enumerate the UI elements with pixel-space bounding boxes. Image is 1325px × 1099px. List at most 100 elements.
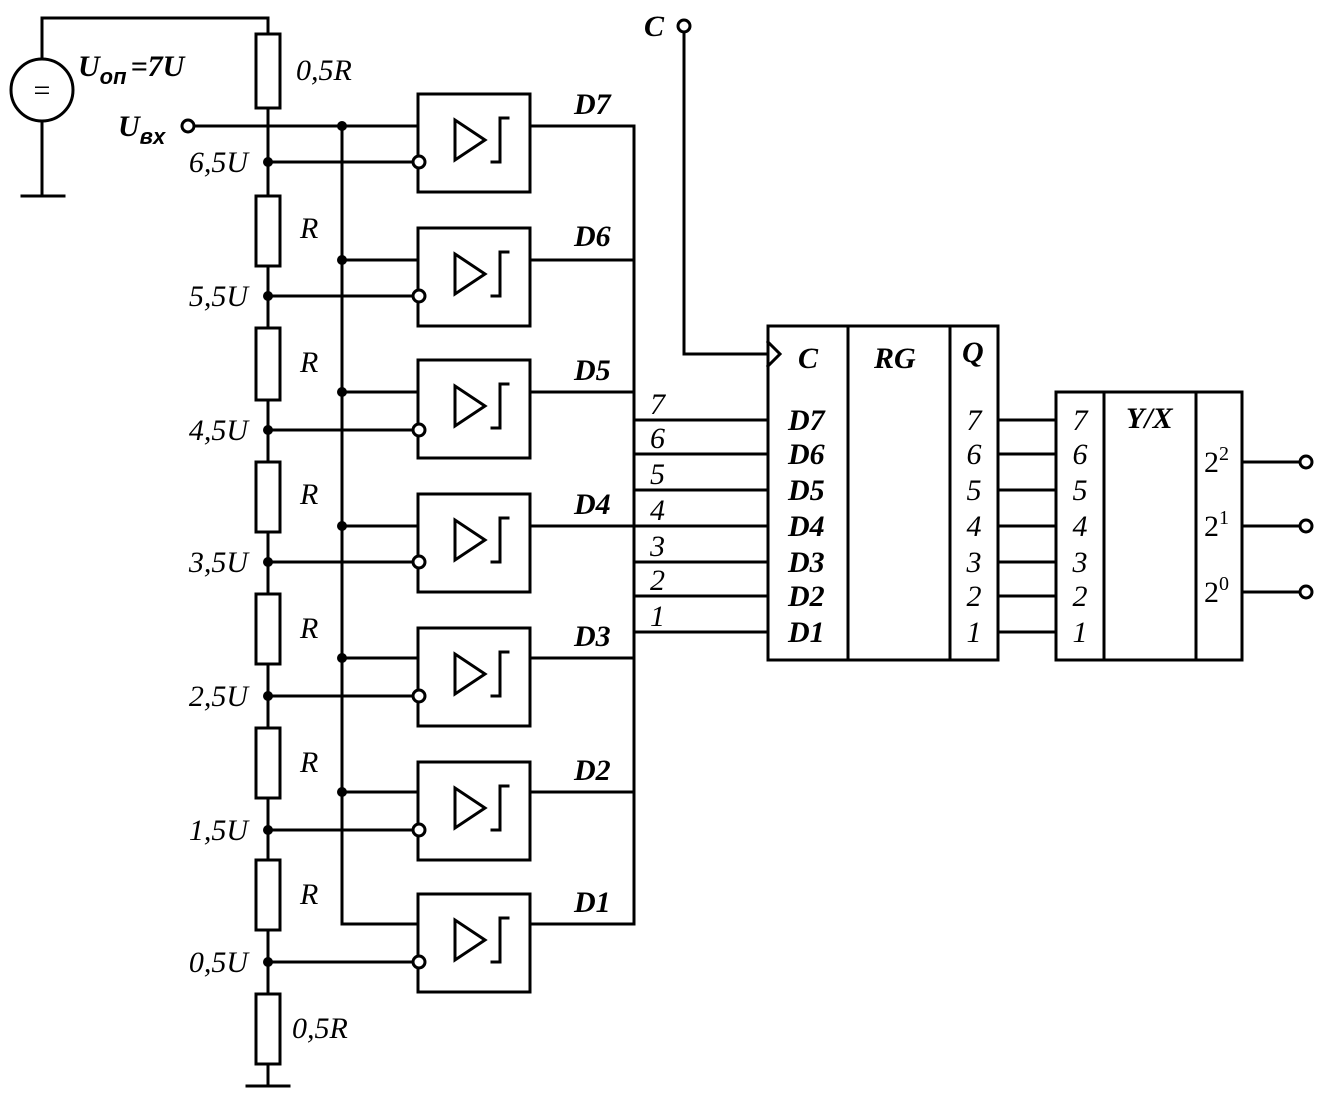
junction-dot [263, 691, 273, 701]
comparator-step-icon [490, 916, 510, 964]
comparator-triangle-icon [453, 251, 488, 297]
resistor-label: R [299, 612, 318, 645]
register-input-label: D4 [787, 510, 825, 543]
junction-dot [263, 425, 273, 435]
output-terminal-icon [1298, 584, 1314, 600]
resistor-label: 0,5R [296, 54, 352, 87]
comparator-step-icon [490, 784, 510, 832]
tap-voltage-label: 2,5U [189, 680, 251, 713]
register-clock-label: C [798, 342, 819, 375]
encoder-input-label: 4 [1073, 510, 1088, 543]
comparator-step-icon [490, 116, 510, 164]
register-output-label: 4 [967, 510, 982, 543]
junction-dot [337, 255, 347, 265]
register-output-label: 1 [967, 616, 982, 649]
encoder-input-label: 2 [1073, 580, 1088, 613]
encoder-input-label: 3 [1072, 546, 1088, 579]
junction-dot [263, 825, 273, 835]
junction-dot [337, 121, 347, 131]
inverting-input-icon [411, 154, 427, 170]
register-output-label: 6 [967, 438, 982, 471]
reference-voltage-label: Uоп=7U [78, 50, 186, 89]
comparator-output-label: D5 [573, 354, 611, 387]
resistor-label: R [299, 346, 318, 379]
comparator-d6: D6 [263, 220, 636, 328]
clock-terminal-icon [676, 18, 692, 34]
reference-source: = Uоп=7U [9, 16, 270, 198]
bus-number: 7 [650, 388, 667, 421]
comparator-step-icon [490, 650, 510, 698]
comparator-output-label: D6 [573, 220, 611, 253]
bus-number: 2 [650, 564, 665, 597]
clock-label: C [644, 10, 665, 43]
comparator-body [416, 92, 532, 194]
bus-number: 1 [650, 600, 665, 633]
junction-dot [337, 787, 347, 797]
bus-number: 5 [650, 458, 665, 491]
tap-voltage-label: 6,5U [189, 146, 251, 179]
output-terminal-icon [1298, 518, 1314, 534]
register-output-label: 2 [967, 580, 982, 613]
resistor-r1 [254, 992, 282, 1066]
comparator-output-label: D3 [573, 620, 611, 653]
inverting-input-icon [411, 288, 427, 304]
resistor-r8 [254, 32, 282, 110]
dc-source-symbol: = [34, 74, 51, 107]
comparator-output-label: D7 [573, 88, 612, 121]
tap-voltage-label: 5,5U [189, 280, 251, 313]
tap-voltage-label: 3,5U [188, 546, 251, 579]
junction-dot [263, 291, 273, 301]
tap-voltage-label: 0,5U [189, 946, 251, 979]
comparator-d4: D4 [263, 488, 636, 594]
register-input-label: D3 [787, 546, 825, 579]
clock-line: C [644, 10, 770, 356]
tap-voltage-label: 4,5U [189, 414, 251, 447]
output-terminal-icon [1298, 454, 1314, 470]
comparator-step-icon [490, 250, 510, 298]
encoder-input-label: 7 [1073, 404, 1090, 437]
comparator-d3: D3 [263, 620, 636, 728]
inverting-input-icon [411, 554, 427, 570]
input-terminal-icon [180, 118, 196, 134]
inverting-input-icon [411, 422, 427, 438]
register-input-label: D1 [787, 616, 825, 649]
encoder-input-label: 6 [1073, 438, 1088, 471]
comparator-d5: D5 [263, 354, 636, 460]
resistor-r4 [254, 592, 282, 666]
encoder-output-label: 21 [1204, 507, 1229, 543]
comparator-output-label: D4 [573, 488, 611, 521]
comparator-triangle-icon [453, 383, 488, 429]
comparator-triangle-icon [453, 917, 488, 963]
comparator-body [416, 226, 532, 328]
comparator-body [416, 892, 532, 994]
register-input-label: D7 [787, 404, 826, 437]
register-name: RG [873, 342, 916, 375]
register-output-label: 3 [966, 546, 982, 579]
input-voltage-label: Uвх [118, 110, 166, 149]
register-input-label: D5 [787, 474, 825, 507]
comparator-triangle-icon [453, 785, 488, 831]
resistor-r3 [254, 726, 282, 800]
junction-dot [337, 387, 347, 397]
bus-number: 4 [650, 494, 665, 527]
comparator-d7: D7 [263, 88, 636, 194]
encoder-input-label: 5 [1073, 474, 1088, 507]
resistor-label: 0,5R [292, 1012, 348, 1045]
junction-dot [263, 157, 273, 167]
resistor-r5 [254, 460, 282, 534]
encoder-name: Y/X [1126, 402, 1174, 435]
comparator-triangle-icon [453, 517, 488, 563]
junction-dot [263, 957, 273, 967]
bus-number: 6 [650, 422, 665, 455]
comparator-output-label: D1 [573, 886, 611, 919]
junction-dot [337, 521, 347, 531]
register-output-label: 5 [967, 474, 982, 507]
junction-dot [337, 653, 347, 663]
comparator-body [416, 760, 532, 862]
comparator-triangle-icon [453, 651, 488, 697]
